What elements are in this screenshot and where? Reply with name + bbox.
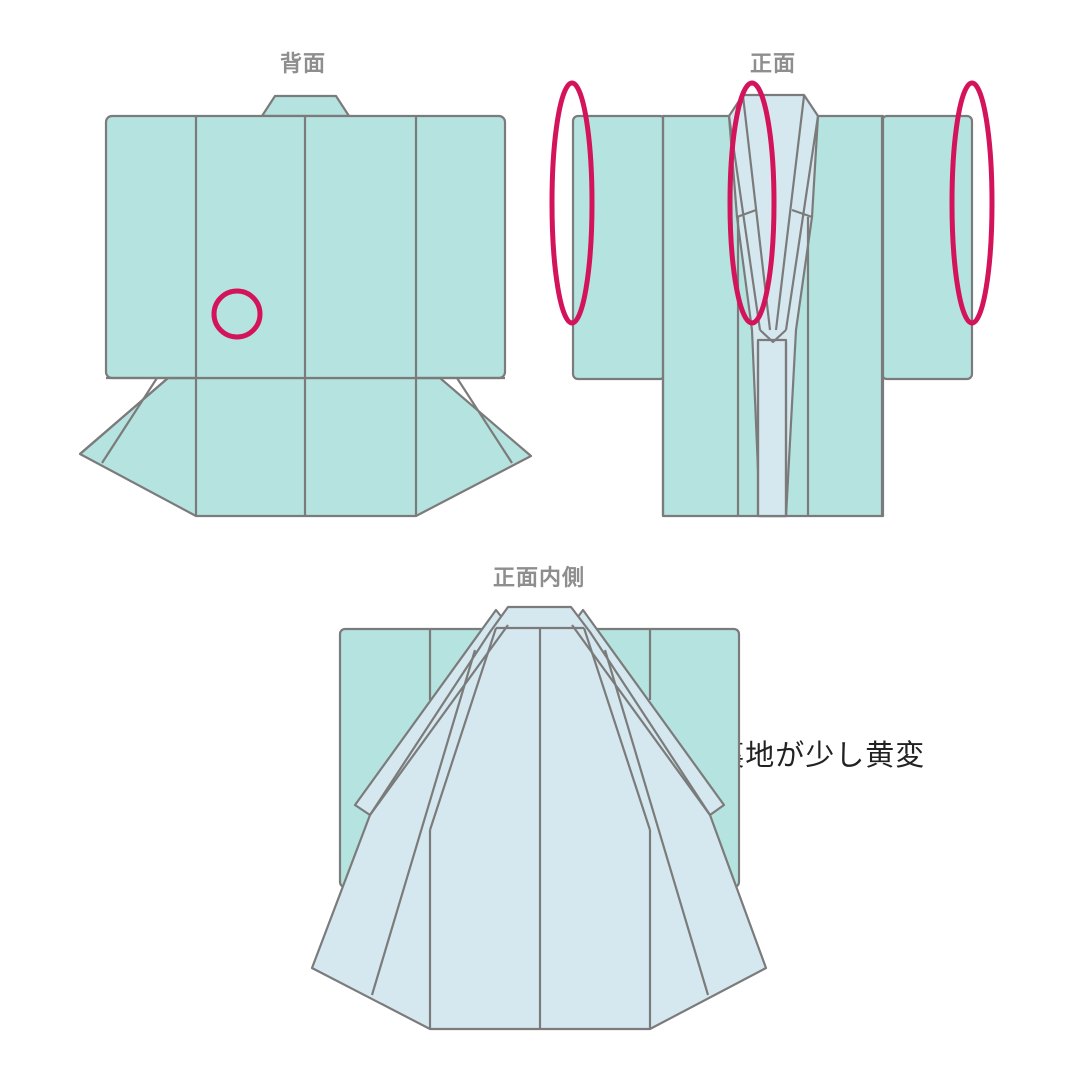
front-right-sleeve-marker (949, 80, 995, 326)
inner-left-panel-line (428, 627, 498, 831)
front-collar-right-inner (774, 95, 806, 331)
front-collar-cross-left (736, 208, 757, 219)
back-view (78, 94, 533, 518)
back-left-gusset-line-outer (79, 377, 169, 455)
front-left-sleeve (571, 114, 667, 381)
front-collar-v (759, 329, 787, 344)
back-view-label: 背面 (279, 52, 327, 77)
back-right-gusset-line (456, 377, 513, 464)
back-collar (260, 94, 351, 118)
inner-view-label: 正面内側 (492, 566, 586, 591)
back-left-gusset-line (101, 377, 158, 464)
inner-left-gore-line (370, 649, 477, 996)
front-left-sleeve-marker (549, 80, 595, 326)
inner-left-lapel-edge (369, 624, 509, 816)
front-center-panel (756, 338, 788, 518)
inner-right-lapel-edge (571, 624, 711, 816)
front-view (571, 93, 974, 518)
inner-view (310, 605, 768, 1031)
inner-right-gore-line (603, 649, 710, 996)
front-collar-marker (727, 80, 777, 326)
front-view-label: 正面 (749, 52, 797, 77)
back-spot-marker (211, 288, 263, 340)
front-right-sleeve (880, 114, 974, 381)
front-collar-right-edge (784, 115, 820, 331)
inner-right-panel-line (582, 627, 652, 831)
front-collar-cross-right (791, 208, 813, 219)
